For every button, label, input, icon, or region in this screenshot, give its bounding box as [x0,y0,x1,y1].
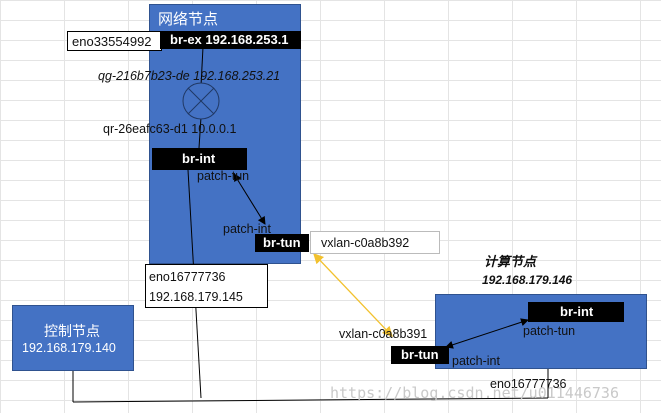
eno-bottom-box [145,264,268,308]
br-ex-to-router-line [200,46,204,87]
watermark-text: https://blog.csdn.net/u011446736 [330,384,619,402]
compute-node-title: 计算节点 [484,254,537,269]
patch-tun-label: patch-tun [197,169,250,183]
compute-node-ip: 192.168.179.146 [482,273,573,287]
br-int-br-tun-arrow [233,173,266,225]
compute-patch-int-label: patch-int [452,354,500,368]
router-to-br-int-line [198,116,202,149]
management-bus-line [72,397,549,403]
br-tun-bridge: br-tun [255,234,309,252]
br-int-bridge: br-int [152,148,247,170]
patch-int-label: patch-int [223,222,271,236]
control-node-title: 控制节点 [44,323,100,339]
eno-bottom-name: eno16777736 [149,270,226,284]
eno-left-label: eno33554992 [67,31,162,51]
network-node-title: 网络节点 [158,11,219,28]
qr-port-label: qr-26eafc63-d1 10.0.0.1 [103,122,237,136]
vxlan-port-label: vxlan-c0a8b392 [310,231,440,254]
eno-bottom-ip: 192.168.179.145 [149,290,243,304]
compute-vxlan-label: vxlan-c0a8b391 [339,327,428,341]
compute-br-tun-br-int-arrow [445,318,529,349]
control-node-box [12,305,134,371]
control-node-ip: 192.168.179.140 [22,341,116,355]
compute-br-int-bridge: br-int [528,302,624,322]
compute-eno-label: eno16777736 [490,377,567,391]
qg-port-label: qg-216b7b23-de 192.168.253.21 [98,69,281,83]
br-ex-bridge: br-ex 192.168.253.1 [160,31,301,49]
compute-br-tun-bridge: br-tun [391,346,449,364]
vxlan-tunnel-line [313,253,393,337]
compute-patch-tun-label: patch-tun [523,324,576,338]
